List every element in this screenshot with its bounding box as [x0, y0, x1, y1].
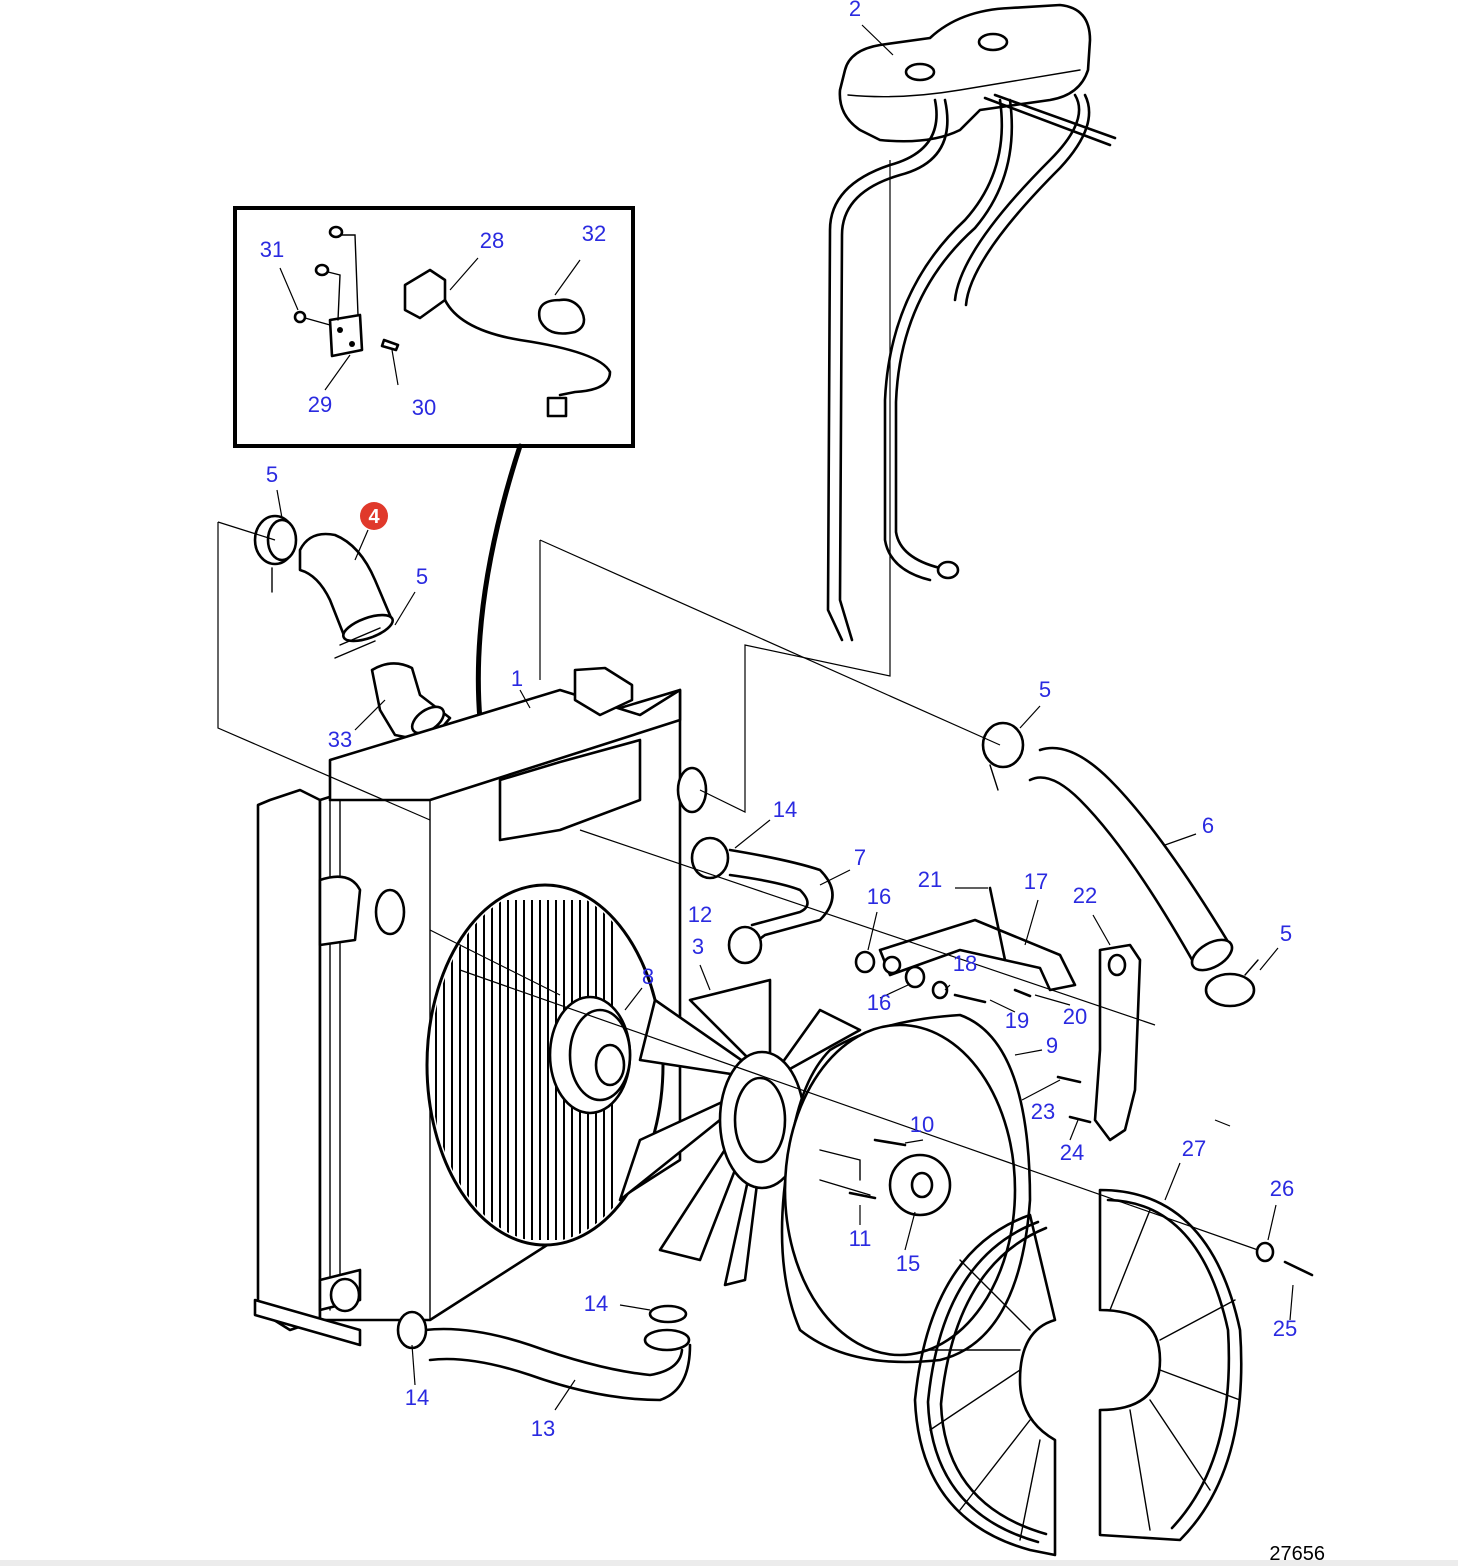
- callout-12[interactable]: 12: [688, 902, 712, 927]
- callout-33[interactable]: 33: [328, 727, 352, 752]
- callout-24[interactable]: 24: [1060, 1140, 1084, 1165]
- radiator[interactable]: [253, 666, 708, 1347]
- callout-30[interactable]: 30: [412, 395, 436, 420]
- hose-clamp-5-right-lower[interactable]: [1204, 959, 1259, 1008]
- callout-27[interactable]: 27: [1182, 1136, 1206, 1161]
- detail-inset-box: [233, 206, 635, 448]
- hose-clamp-5-right-upper[interactable]: [981, 721, 1025, 791]
- callout-11[interactable]: 11: [849, 1226, 872, 1251]
- callout-9[interactable]: 9: [1046, 1033, 1058, 1058]
- callout-20[interactable]: 20: [1063, 1004, 1087, 1029]
- callout-17[interactable]: 17: [1024, 869, 1048, 894]
- callout-28[interactable]: 28: [480, 228, 504, 253]
- bolt-10[interactable]: [873, 1138, 907, 1147]
- hose-13[interactable]: [423, 1327, 692, 1402]
- callout-22[interactable]: 22: [1073, 883, 1097, 908]
- callout-10[interactable]: 10: [910, 1112, 934, 1137]
- pipe-bend-4[interactable]: [298, 532, 396, 646]
- pulley-8[interactable]: [548, 995, 632, 1115]
- expansion-tank[interactable]: [838, 3, 1117, 147]
- callout-14-lower-right[interactable]: 14: [584, 1291, 608, 1316]
- bolt-23[interactable]: [1056, 1075, 1082, 1084]
- bolt-21[interactable]: [988, 886, 1007, 962]
- figure-number: 27656: [1269, 1543, 1325, 1565]
- callout-14-upper[interactable]: 14: [773, 797, 797, 822]
- callout-6[interactable]: 6: [1202, 813, 1214, 838]
- fan-guard-left[interactable]: [913, 1213, 1057, 1557]
- callout-31[interactable]: 31: [260, 237, 284, 262]
- callout-7[interactable]: 7: [854, 845, 866, 870]
- bolt-20[interactable]: [1013, 988, 1032, 998]
- callout-labels: 2 1 3 5 5 5 5 6 7 8 9 10 11 12 13 14 14 …: [260, 0, 1297, 1441]
- bolt-11[interactable]: [848, 1191, 877, 1200]
- callout-18[interactable]: 18: [953, 951, 977, 976]
- hose-clamp-5-lower[interactable]: [334, 627, 381, 659]
- bolt-25[interactable]: [1283, 1260, 1314, 1277]
- bolt-19[interactable]: [953, 993, 987, 1004]
- tank-pipes[interactable]: [826, 93, 1091, 642]
- callout-8[interactable]: 8: [642, 964, 654, 989]
- fan-guard-right[interactable]: [1098, 1188, 1243, 1542]
- callout-29[interactable]: 29: [308, 392, 332, 417]
- callout-leaders: [276, 24, 1294, 1411]
- callout-16-lower[interactable]: 16: [867, 990, 891, 1015]
- bolt-24[interactable]: [1068, 1115, 1092, 1124]
- connector-33[interactable]: [370, 662, 452, 744]
- hose-clamp-5-upper[interactable]: [253, 514, 298, 593]
- callout-25[interactable]: 25: [1273, 1316, 1297, 1341]
- washer-16-lower[interactable]: [904, 965, 926, 989]
- hose-clamp-14-lower-left[interactable]: [396, 1310, 428, 1350]
- washer-16-upper[interactable]: [854, 950, 876, 974]
- callout-4-highlighted[interactable]: 4: [360, 502, 388, 530]
- callout-32[interactable]: 32: [582, 221, 606, 246]
- callout-2[interactable]: 2: [849, 0, 861, 21]
- hose-clamp-14-lower-right[interactable]: [648, 1304, 688, 1324]
- callout-1[interactable]: 1: [511, 666, 523, 691]
- fan-3[interactable]: [618, 978, 862, 1287]
- callout-5-right-upper[interactable]: 5: [1039, 677, 1051, 702]
- callout-3[interactable]: 3: [692, 934, 704, 959]
- hub-15[interactable]: [888, 1153, 952, 1217]
- hose-6[interactable]: [1028, 746, 1237, 976]
- callout-14-lower-left[interactable]: 14: [405, 1385, 429, 1410]
- callout-19[interactable]: 19: [1005, 1008, 1029, 1033]
- page-footer-strip: [0, 1560, 1458, 1566]
- callout-15[interactable]: 15: [896, 1251, 920, 1276]
- washer-18[interactable]: [931, 980, 949, 1000]
- callout-26[interactable]: 26: [1270, 1176, 1294, 1201]
- callout-23[interactable]: 23: [1031, 1099, 1055, 1124]
- callout-5-right-lower[interactable]: 5: [1280, 921, 1292, 946]
- callout-5-mid-left[interactable]: 5: [416, 564, 428, 589]
- bracket-22[interactable]: [1093, 943, 1142, 1142]
- callout-4-label: 4: [368, 506, 380, 528]
- callout-13[interactable]: 13: [531, 1416, 555, 1441]
- hose-clamp-12[interactable]: [727, 925, 763, 965]
- alignment-lines: [217, 160, 1259, 1251]
- callout-16-upper[interactable]: 16: [867, 884, 891, 909]
- hose-clamp-14-upper[interactable]: [690, 836, 730, 880]
- callout-5-top-left[interactable]: 5: [266, 462, 278, 487]
- washer-26[interactable]: [1255, 1241, 1275, 1263]
- callout-21[interactable]: 21: [918, 867, 942, 892]
